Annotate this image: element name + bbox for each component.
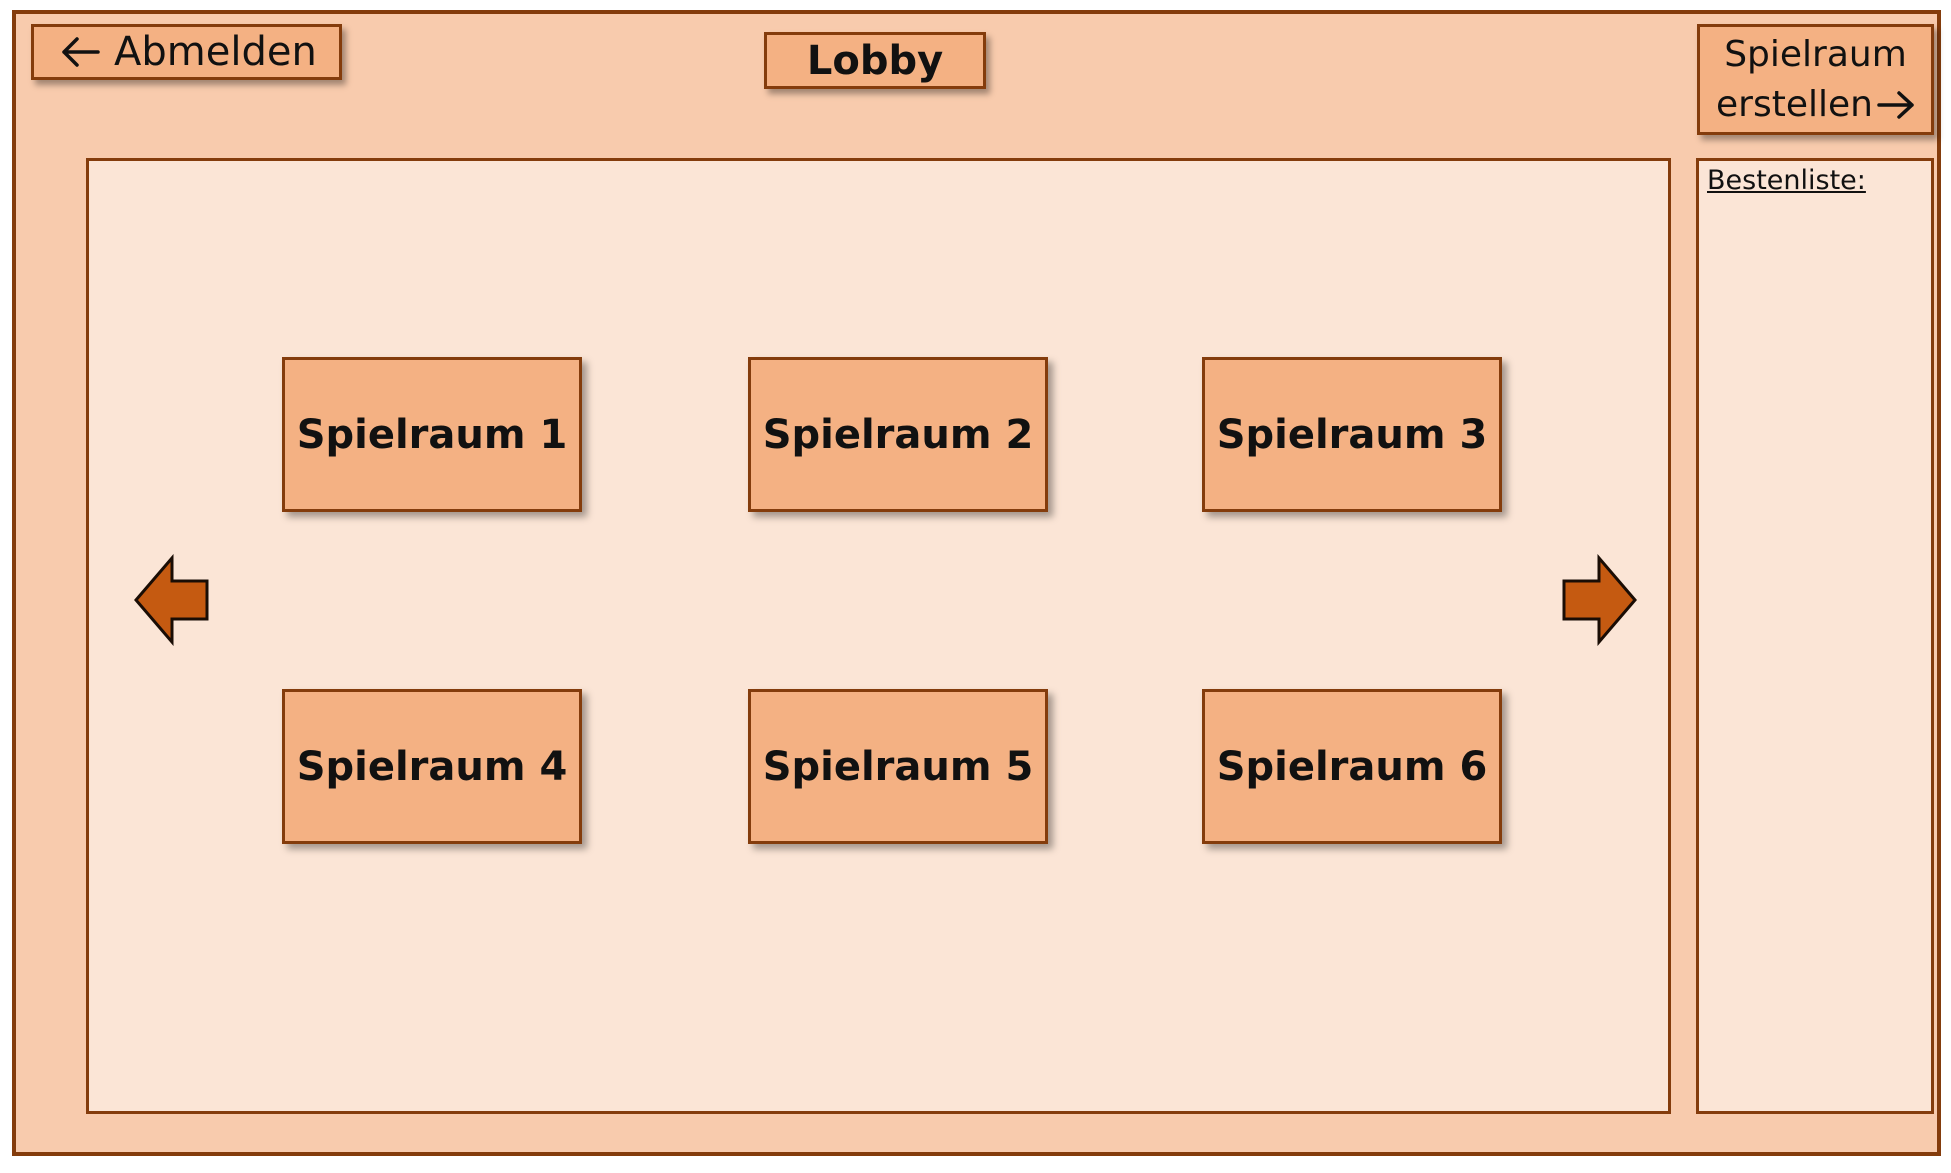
room-card-2[interactable]: Spielraum 2 [748, 357, 1048, 512]
logout-button[interactable]: Abmelden [31, 24, 342, 80]
create-room-button[interactable]: Spielraum erstellen [1697, 24, 1934, 135]
create-room-line2: erstellen [1716, 80, 1915, 130]
create-room-label-line1: Spielraum [1724, 33, 1907, 75]
room-list-panel: Spielraum 1 Spielraum 2 Spielraum 3 Spie… [86, 158, 1671, 1114]
next-page-arrow-icon[interactable] [1560, 554, 1638, 646]
room-card-1[interactable]: Spielraum 1 [282, 357, 582, 512]
logout-label: Abmelden [114, 29, 317, 75]
room-card-5[interactable]: Spielraum 5 [748, 689, 1048, 844]
room-card-4[interactable]: Spielraum 4 [282, 689, 582, 844]
prev-page-arrow-icon[interactable] [133, 554, 211, 646]
arrow-left-icon [62, 37, 100, 67]
page-title: Lobby [764, 32, 986, 89]
leaderboard-title: Bestenliste: [1707, 165, 1866, 196]
arrow-right-icon [1877, 90, 1914, 119]
room-card-3[interactable]: Spielraum 3 [1202, 357, 1502, 512]
room-card-6[interactable]: Spielraum 6 [1202, 689, 1502, 844]
leaderboard-panel: Bestenliste: [1696, 158, 1934, 1114]
create-room-label-line2: erstellen [1716, 83, 1873, 125]
